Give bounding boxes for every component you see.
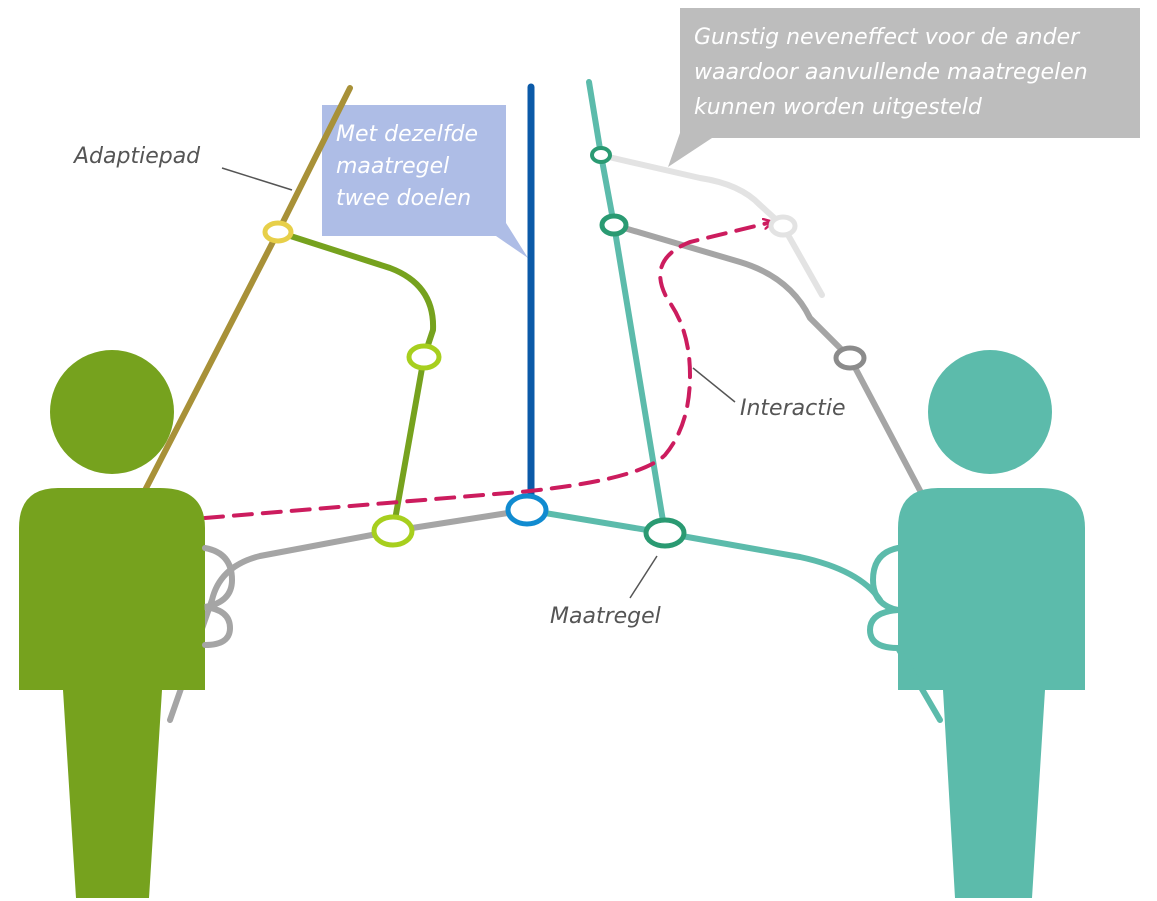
label-measure: Maatregel bbox=[550, 604, 661, 629]
callout-same-measure-line-3: twee doelen bbox=[336, 186, 471, 211]
label-adaptation-path: Adaptiepad bbox=[72, 144, 201, 169]
person-left-body bbox=[19, 488, 205, 898]
green-path bbox=[275, 229, 437, 534]
callout-side-effect: Gunstig neveneffect voor de ander waardo… bbox=[668, 8, 1140, 167]
callout-same-measure: Met dezelfde maatregel twee doelen bbox=[322, 105, 528, 258]
node-blue bbox=[505, 493, 549, 527]
node-teal-mid bbox=[599, 213, 629, 237]
callout-side-effect-box bbox=[668, 8, 1140, 167]
node-measure bbox=[643, 517, 687, 549]
leader-adaptation bbox=[221, 167, 293, 191]
callout-side-effect-text: Gunstig neveneffect voor de ander waardo… bbox=[694, 25, 1095, 120]
gray-path-right bbox=[611, 222, 928, 503]
node-green-bottom bbox=[371, 514, 415, 548]
person-right-body bbox=[898, 488, 1085, 898]
node-adaptation-start bbox=[262, 220, 294, 244]
callout-side-effect-line-3: kunnen worden uitgesteld bbox=[694, 95, 983, 120]
callout-same-measure-line-2: maatregel bbox=[336, 154, 449, 179]
callout-side-effect-line-1: Gunstig neveneffect voor de ander bbox=[694, 25, 1081, 50]
person-right bbox=[898, 350, 1085, 898]
loop-left bbox=[202, 545, 236, 648]
callout-side-effect-line-2: waardoor aanvullende maatregelen bbox=[694, 60, 1088, 85]
teal-path-bottom bbox=[524, 507, 883, 603]
callout-same-measure-text: Met dezelfde maatregel twee doelen bbox=[336, 122, 485, 211]
person-left bbox=[19, 350, 205, 898]
person-left-head bbox=[50, 350, 174, 474]
person-right-head bbox=[928, 350, 1052, 474]
callout-same-measure-line-1: Met dezelfde bbox=[336, 122, 478, 147]
leader-measure bbox=[629, 555, 658, 599]
node-gray-right bbox=[833, 345, 867, 371]
label-interaction: Interactie bbox=[740, 396, 846, 421]
node-teal-top bbox=[590, 146, 612, 164]
side-effect-path bbox=[597, 152, 825, 298]
leader-interaction bbox=[692, 367, 736, 403]
loop-right bbox=[866, 545, 943, 723]
callout-same-measure-box bbox=[322, 105, 528, 258]
interaction-arrow bbox=[203, 222, 772, 520]
teal-path bbox=[586, 79, 668, 536]
node-light-gray bbox=[768, 214, 798, 238]
node-green-mid bbox=[406, 343, 442, 371]
